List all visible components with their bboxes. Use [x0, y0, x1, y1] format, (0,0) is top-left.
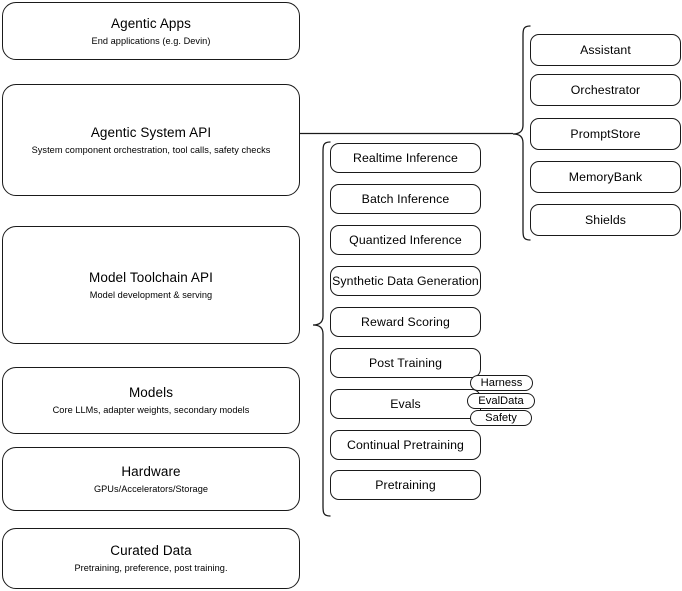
- stack-layer-subtitle: End applications (e.g. Devin): [91, 35, 211, 46]
- stack-layer-title: Models: [128, 385, 174, 400]
- evals-subcomponent-label: Safety: [485, 412, 517, 424]
- capability-label: Batch Inference: [361, 192, 450, 206]
- system-component-label: PromptStore: [570, 127, 641, 141]
- stack-layer-models[interactable]: Models Core LLMs, adapter weights, secon…: [2, 367, 300, 434]
- system-component-shields[interactable]: Shields: [530, 204, 681, 236]
- system-component-label: Assistant: [580, 43, 631, 57]
- capability-synthetic-data-generation[interactable]: Synthetic Data Generation: [330, 266, 481, 296]
- evals-subcomponent-safety[interactable]: Safety: [470, 410, 532, 426]
- capability-continual-pretraining[interactable]: Continual Pretraining: [330, 430, 481, 460]
- system-component-orchestrator[interactable]: Orchestrator: [530, 74, 681, 106]
- evals-subcomponent-label: EvalData: [478, 395, 524, 407]
- stack-layer-subtitle: Pretraining, preference, post training.: [74, 563, 228, 573]
- capability-label: Pretraining: [375, 478, 436, 492]
- capability-reward-scoring[interactable]: Reward Scoring: [330, 307, 481, 337]
- stack-layer-subtitle: Core LLMs, adapter weights, secondary mo…: [52, 405, 250, 415]
- system-component-promptstore[interactable]: PromptStore: [530, 118, 681, 150]
- capability-pretraining[interactable]: Pretraining: [330, 470, 481, 500]
- system-component-memorybank[interactable]: MemoryBank: [530, 161, 681, 193]
- stack-layer-model-toolchain-api[interactable]: Model Toolchain API Model development & …: [2, 226, 300, 344]
- capability-label: Reward Scoring: [361, 315, 450, 329]
- evals-subcomponent-evaldata[interactable]: EvalData: [467, 393, 535, 409]
- system-component-label: MemoryBank: [568, 170, 643, 184]
- stack-layer-title: Model Toolchain API: [89, 269, 213, 285]
- stack-layer-agentic-system-api[interactable]: Agentic System API System component orch…: [2, 84, 300, 196]
- capability-label: Post Training: [368, 356, 443, 370]
- capability-label: Quantized Inference: [349, 233, 462, 247]
- evals-subcomponent-label: Harness: [480, 377, 523, 389]
- stack-layer-hardware[interactable]: Hardware GPUs/Accelerators/Storage: [2, 447, 300, 511]
- system-component-assistant[interactable]: Assistant: [530, 34, 681, 66]
- stack-layer-title: Agentic System API: [90, 124, 212, 140]
- system-component-label: Shields: [584, 213, 627, 227]
- system-component-label: Orchestrator: [570, 83, 641, 97]
- stack-layer-subtitle: System component orchestration, tool cal…: [31, 144, 271, 155]
- capability-realtime-inference[interactable]: Realtime Inference: [330, 143, 481, 173]
- stack-layer-curated-data[interactable]: Curated Data Pretraining, preference, po…: [2, 528, 300, 589]
- capability-batch-inference[interactable]: Batch Inference: [330, 184, 481, 214]
- capability-evals[interactable]: Evals: [330, 389, 481, 419]
- stack-layer-title: Curated Data: [110, 543, 192, 558]
- capability-label: Continual Pretraining: [347, 438, 464, 452]
- stack-layer-title: Agentic Apps: [110, 15, 191, 31]
- capability-post-training[interactable]: Post Training: [330, 348, 481, 378]
- stack-layer-title: Hardware: [121, 463, 181, 479]
- stack-layer-subtitle: Model development & serving: [89, 289, 213, 300]
- stack-layer-agentic-apps[interactable]: Agentic Apps End applications (e.g. Devi…: [2, 2, 300, 60]
- capability-label: Realtime Inference: [352, 151, 458, 165]
- capability-quantized-inference[interactable]: Quantized Inference: [330, 225, 481, 255]
- stack-layer-subtitle: GPUs/Accelerators/Storage: [93, 483, 209, 494]
- capability-label: Evals: [390, 397, 421, 411]
- capability-label: Synthetic Data Generation: [332, 274, 479, 288]
- evals-subcomponent-harness[interactable]: Harness: [470, 375, 533, 391]
